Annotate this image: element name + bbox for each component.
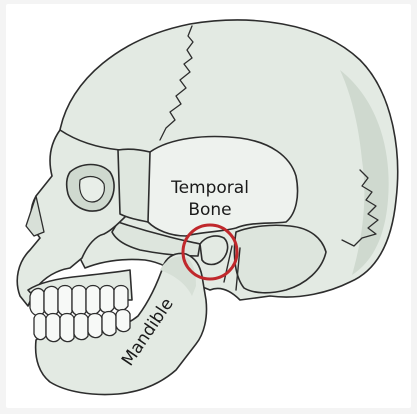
orbit-inner: [80, 177, 105, 202]
temporal-label-line2: Bone: [188, 200, 231, 220]
upper-teeth: [30, 286, 128, 316]
temporal-label-line1: Temporal: [170, 178, 249, 198]
sphenoid-bone: [118, 149, 150, 222]
